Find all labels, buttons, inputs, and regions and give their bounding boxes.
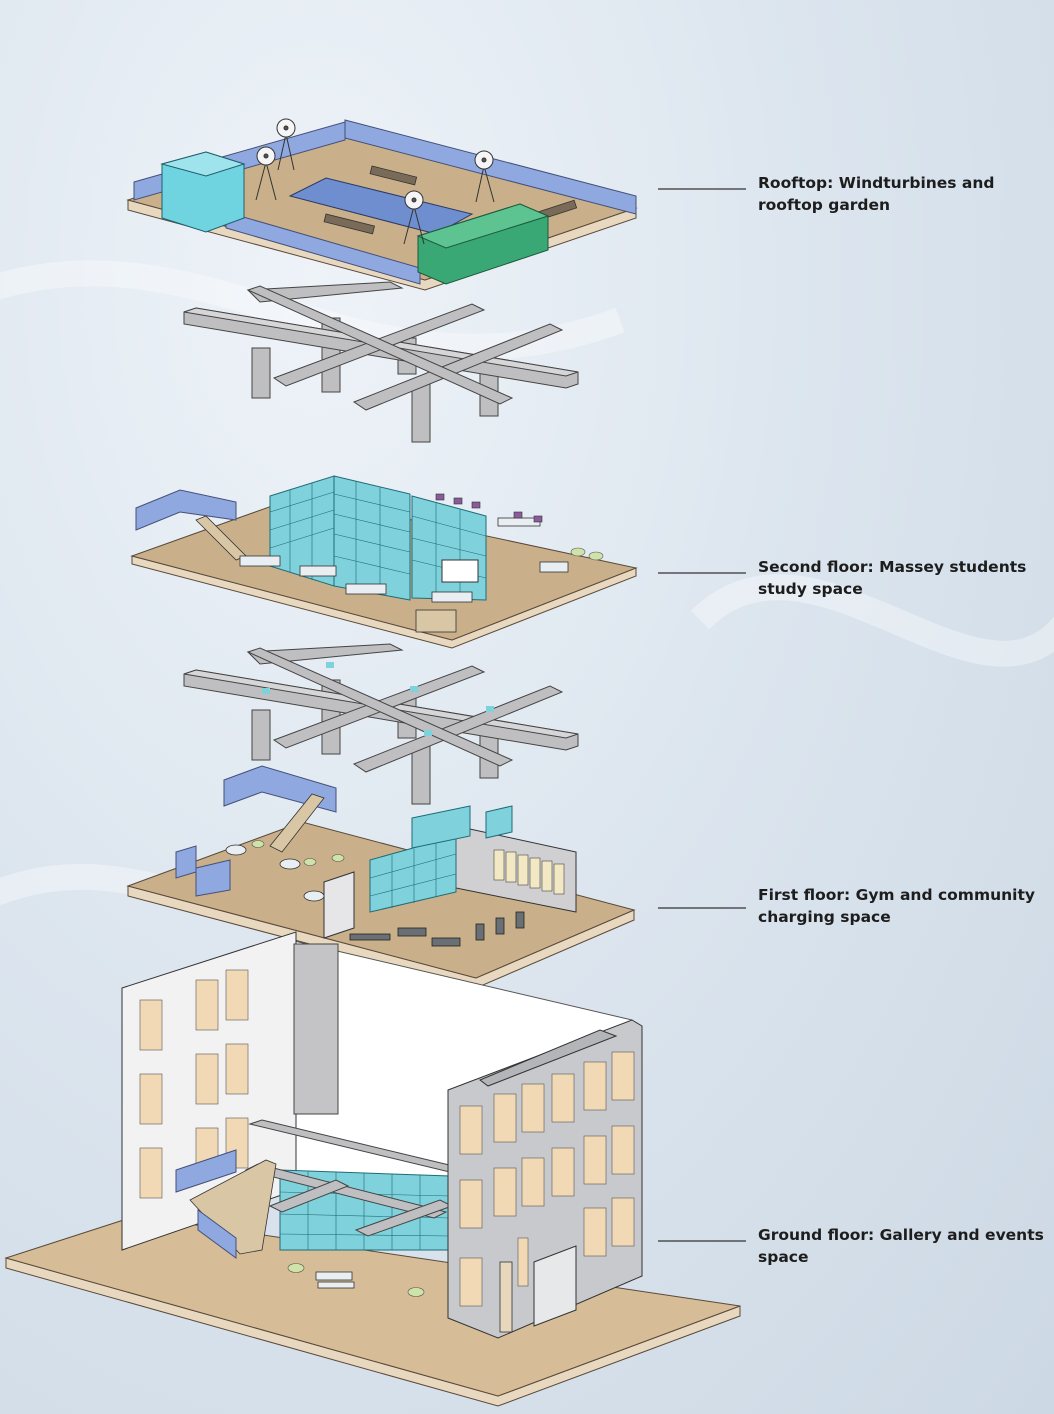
central-column bbox=[293, 943, 339, 1115]
right-facade-gable bbox=[479, 1029, 618, 1087]
study-desks bbox=[239, 517, 569, 603]
label-second-floor: Second floor: Massey students study spac… bbox=[758, 558, 1027, 598]
beam bbox=[352, 323, 564, 411]
ground-plinth bbox=[4, 1215, 741, 1397]
beam-connectors bbox=[262, 662, 494, 736]
whiteboard bbox=[441, 559, 479, 583]
column bbox=[251, 347, 271, 399]
upper-beam-grid bbox=[183, 281, 579, 443]
first-floor-level bbox=[126, 765, 636, 989]
rooftop-planter bbox=[369, 165, 418, 186]
plant-room-cyan-top bbox=[160, 151, 246, 177]
gym-partition-wall bbox=[323, 871, 355, 939]
staircase bbox=[269, 793, 325, 853]
wind-turbine-icon bbox=[403, 190, 425, 245]
ground-floor-level bbox=[4, 931, 741, 1407]
plant-room-green-top bbox=[416, 203, 550, 249]
wind-turbine-icon bbox=[255, 146, 277, 201]
wind-turbine-icon bbox=[276, 118, 296, 171]
side-door bbox=[499, 1261, 513, 1333]
lower-beam-grid bbox=[183, 643, 579, 805]
label-ground-floor: Ground floor: Gallery and events space bbox=[758, 1226, 1044, 1266]
rooftop-level bbox=[126, 118, 638, 291]
label-rooftop: Rooftop: Windturbines and rooftop garden bbox=[758, 174, 995, 214]
glass-wall-grid bbox=[369, 843, 457, 908]
column bbox=[251, 709, 271, 761]
bean-bags bbox=[287, 1263, 425, 1297]
bean-bags bbox=[251, 840, 345, 866]
beam bbox=[246, 643, 404, 665]
stair-railing bbox=[223, 765, 337, 813]
counter bbox=[415, 609, 457, 633]
computer-monitors bbox=[435, 493, 543, 523]
bean-bags bbox=[570, 547, 604, 561]
balcony-railing bbox=[175, 845, 197, 879]
wind-turbine-icon bbox=[474, 150, 495, 203]
rooftop-parapet-back bbox=[344, 119, 637, 215]
second-floor-level bbox=[130, 475, 638, 649]
stair-railing bbox=[197, 1209, 237, 1259]
gym-equipment bbox=[349, 911, 525, 947]
beam bbox=[246, 281, 404, 303]
beam bbox=[246, 647, 514, 767]
balcony-railing bbox=[195, 859, 231, 897]
cafe-tables bbox=[225, 844, 325, 902]
left-facade-windows bbox=[139, 969, 249, 1199]
rooftop-pool bbox=[288, 177, 474, 235]
lockers bbox=[493, 849, 565, 895]
stair-railing bbox=[135, 489, 237, 531]
gallery-benches bbox=[315, 1271, 355, 1289]
entrance-doors bbox=[533, 1245, 577, 1327]
glass-gym-wall bbox=[369, 805, 513, 913]
right-facade-windows bbox=[459, 1051, 635, 1307]
beam bbox=[352, 685, 564, 773]
beam bbox=[246, 285, 514, 405]
leader-lines bbox=[658, 188, 746, 1242]
label-first-floor: First floor: Gym and community charging … bbox=[758, 886, 1035, 926]
stair-railing bbox=[175, 1149, 237, 1193]
interior-beams bbox=[244, 1119, 472, 1237]
rooftop-planter bbox=[323, 213, 375, 235]
glass-wall-grid bbox=[269, 481, 487, 599]
